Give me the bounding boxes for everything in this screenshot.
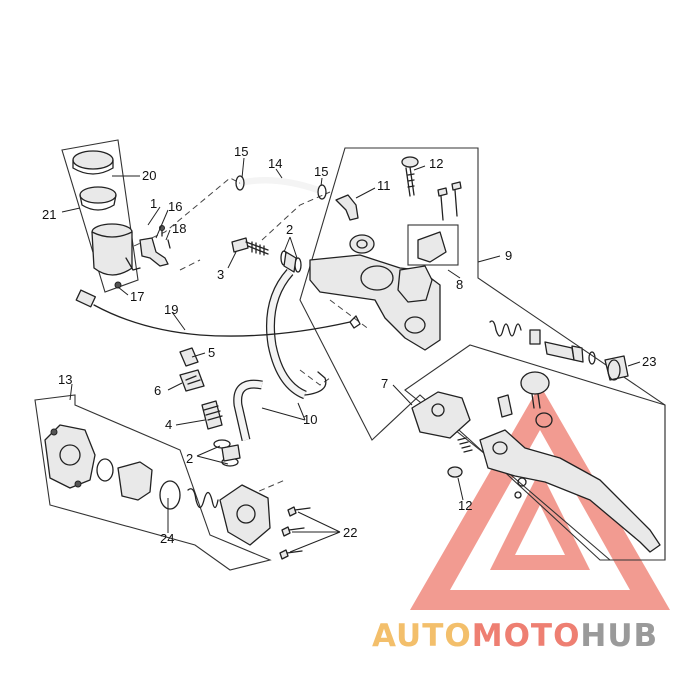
callout-24: 24: [160, 531, 174, 546]
lever-subgroup: [411, 371, 661, 553]
clamp-cap: [397, 265, 433, 303]
callout-13: 13: [58, 372, 72, 387]
callout-numbers: 1 2 2 3 4 5 6 7 8 9 10 11 12 12 13 14 15…: [42, 144, 656, 546]
watermark-moto: MOTO: [472, 618, 581, 654]
fitting-4: [201, 400, 223, 430]
banjo-fittings-upper: [280, 250, 302, 273]
mounting-bolts: [279, 506, 311, 560]
hose-fittings: [179, 347, 223, 430]
clutch-lever: [479, 429, 661, 553]
svg-text:AUTOMOTOHUB: AUTOMOTOHUB: [372, 618, 658, 654]
callout-4: 4: [165, 417, 172, 432]
callout-7: 7: [381, 376, 388, 391]
cylinder-cap: [219, 484, 271, 546]
callout-leaders: [61, 157, 641, 553]
callout-11: 11: [377, 178, 391, 193]
reservoir-group-frame: [61, 139, 139, 293]
watermark-auto: AUTO: [372, 618, 472, 654]
callout-23: 23: [642, 354, 656, 369]
callout-20: 20: [142, 168, 156, 183]
reservoir-hose: [235, 175, 327, 200]
adjuster-bolt: [544, 341, 575, 361]
callout-19: 19: [164, 302, 178, 317]
lever-nut: [447, 466, 463, 478]
callout-16: 16: [168, 199, 182, 214]
callout-21: 21: [42, 207, 56, 222]
reservoir-cap: [72, 150, 114, 170]
callout-6: 6: [154, 383, 161, 398]
banjo-fittings-lower: [213, 439, 241, 467]
callout-8: 8: [456, 277, 463, 292]
clutch-switch-cable: [75, 289, 361, 337]
adjuster-knob: [520, 371, 550, 395]
callout-5: 5: [208, 345, 215, 360]
callout-9: 9: [505, 248, 512, 263]
callout-22: 22: [343, 525, 357, 540]
reservoir-diaphragm: [79, 186, 117, 204]
callout-18: 18: [172, 221, 186, 236]
master-cylinder-assembly: [44, 424, 271, 546]
piston: [117, 461, 153, 501]
adjuster-spring: [489, 320, 522, 337]
watermark-logo-triangle: [410, 385, 670, 610]
clutch-hose: [233, 269, 327, 442]
fitting-6: [179, 369, 205, 392]
pivot-pin: [497, 394, 513, 418]
callout-12-upper: 12: [429, 156, 443, 171]
callout-1: 1: [150, 196, 157, 211]
callout-17: 17: [130, 289, 144, 304]
knob-washer: [535, 412, 553, 428]
hose-clamp-right: [317, 184, 327, 200]
reservoir-body: [91, 231, 133, 276]
callout-3: 3: [217, 267, 224, 282]
fitting-grommet: [349, 234, 375, 254]
master-cylinder-group-frame: [34, 394, 272, 571]
bleed-screw: [231, 237, 269, 256]
piston-seal-ring: [96, 458, 114, 482]
callout-12-lower: 12: [458, 498, 472, 513]
master-cylinder-body: [44, 424, 96, 489]
lever-assembly: [309, 194, 447, 351]
breather-fitting: [335, 194, 359, 221]
reservoir-assembly: [72, 150, 141, 289]
piston-spring: [187, 488, 219, 509]
reservoir-clamp-screw: [114, 281, 122, 289]
bolt-subgroup-frame: [407, 224, 459, 266]
piston-o-ring: [159, 480, 181, 510]
hose-clamp-left: [235, 175, 245, 191]
callout-14: 14: [268, 156, 282, 171]
pivot-spring: [457, 437, 473, 453]
fitting-5: [179, 347, 199, 367]
callout-10: 10: [303, 412, 317, 427]
lever-assembly-frame: [299, 147, 666, 561]
callout-2-upper: 2: [286, 222, 293, 237]
watermark-hub: HUB: [580, 618, 658, 654]
clamp-bolts: [401, 156, 462, 221]
switch-block: [417, 231, 447, 263]
reservoir-bracket: [139, 225, 171, 267]
watermark-text: AUTOMOTOHUB: [372, 618, 658, 654]
adjuster-parts: [489, 320, 629, 381]
callout-15-left: 15: [234, 144, 248, 159]
callout-2-lower: 2: [186, 451, 193, 466]
callout-15-right: 15: [314, 164, 328, 179]
